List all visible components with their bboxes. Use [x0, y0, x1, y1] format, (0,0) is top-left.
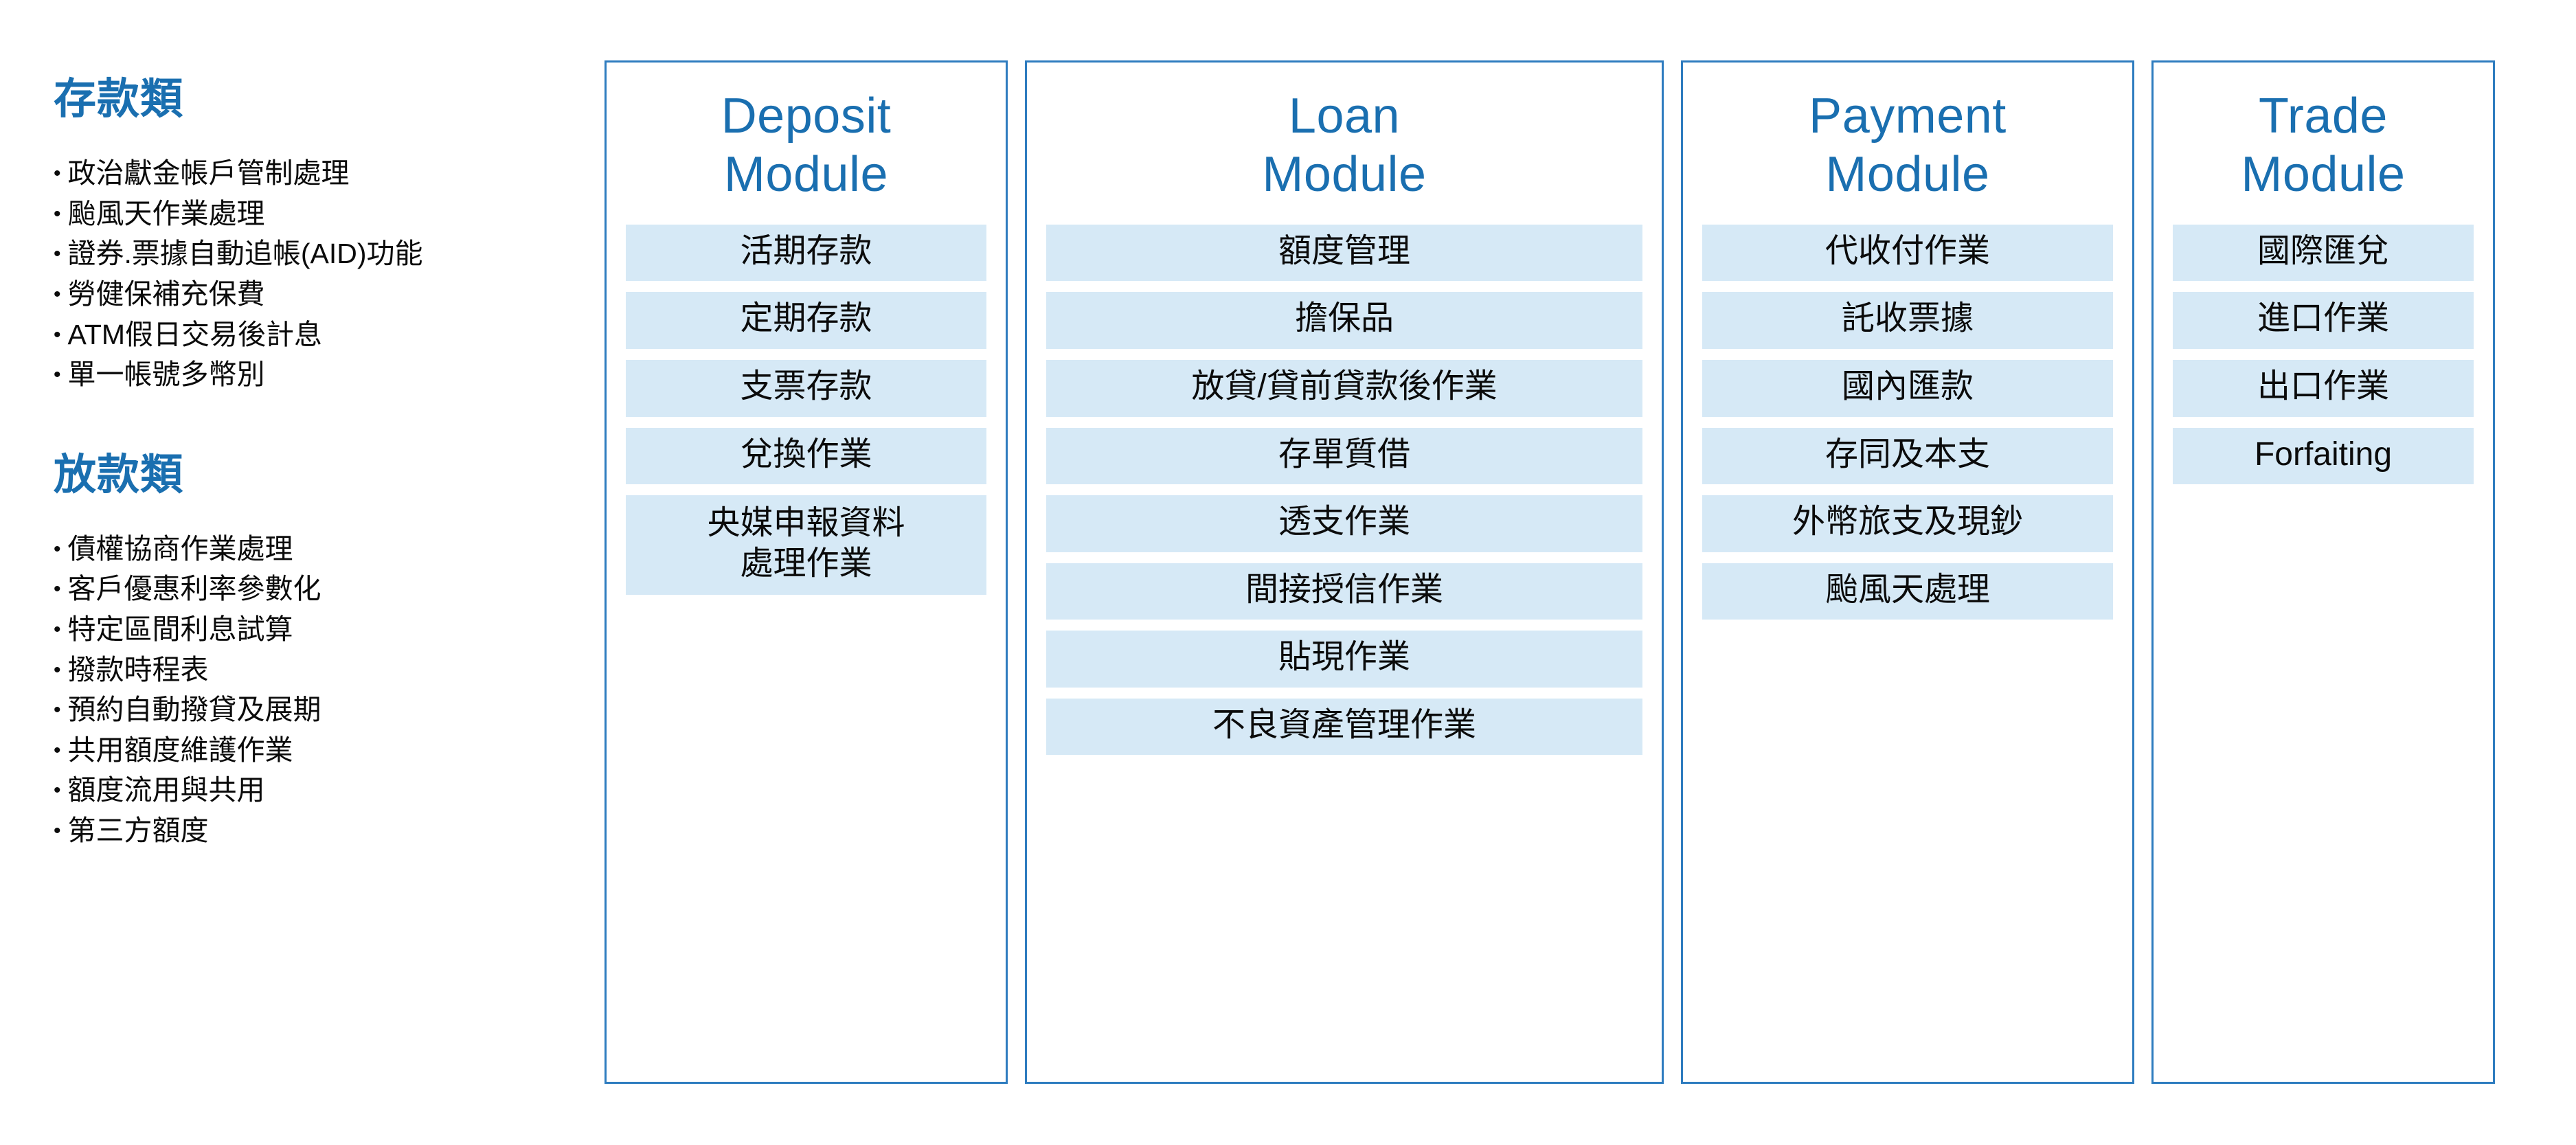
bullet-label: 特定區間利息試算 [67, 613, 293, 645]
list-item: • 單一帳號多幣別 [54, 356, 605, 394]
module-card-payment[interactable]: Payment Module 代收付作業 託收票據 國內匯款 存同及本支 外幣旅… [1681, 60, 2134, 1084]
module-item[interactable]: 代收付作業 [1702, 224, 2113, 282]
module-item-list-deposit: 活期存款 定期存款 支票存款 兌換作業 央媒申報資料 處理作業 [626, 224, 986, 596]
bullet-dot-icon: • [54, 282, 61, 306]
bullet-label: 共用額度維護作業 [67, 734, 293, 766]
list-item: • 證券.票據自動追帳(AID)功能 [54, 235, 605, 273]
module-title-payment: Payment Module [1809, 89, 2007, 202]
module-card-deposit[interactable]: Deposit Module 活期存款 定期存款 支票存款 兌換作業 央媒申報資… [605, 60, 1008, 1084]
list-item: • 預約自動撥貸及展期 [54, 691, 605, 729]
module-item[interactable]: 存單質借 [1046, 427, 1642, 485]
category-title-deposit: 存款類 [54, 76, 184, 123]
bullet-dot-icon: • [54, 537, 61, 560]
module-item[interactable]: 貼現作業 [1046, 631, 1642, 688]
module-title-deposit: Deposit Module [721, 89, 892, 202]
list-item: • 政治獻金帳戶管制處理 [54, 155, 605, 192]
module-item[interactable]: 間接授信作業 [1046, 563, 1642, 620]
category-group-deposit: 存款類 • 政治獻金帳戶管制處理 • 颱風天作業處理 • 證券.票據自動追帳(A… [54, 76, 605, 394]
module-title-trade: Trade Module [2241, 89, 2406, 202]
bullet-label: 勞健保補充保費 [67, 277, 265, 310]
bullet-dot-icon: • [54, 578, 61, 601]
module-item[interactable]: 透支作業 [1046, 495, 1642, 552]
module-item-list-loan: 額度管理 擔保品 放貸/貸前貸款後作業 存單質借 透支作業 間接授信作業 貼現作… [1046, 224, 1642, 756]
module-item[interactable]: 兌換作業 [626, 427, 986, 485]
module-item[interactable]: 額度管理 [1046, 224, 1642, 282]
module-item[interactable]: 颱風天處理 [1702, 563, 2113, 620]
bullet-dot-icon: • [54, 242, 61, 266]
bullet-dot-icon: • [54, 658, 61, 681]
bullet-label: 額度流用與共用 [67, 774, 265, 806]
module-item[interactable]: 放貸/貸前貸款後作業 [1046, 360, 1642, 417]
category-title-loan: 放款類 [54, 451, 184, 499]
bullet-label: 撥款時程表 [67, 653, 209, 685]
bullet-dot-icon: • [54, 699, 61, 722]
bullet-dot-icon: • [54, 162, 61, 185]
category-group-loan: 放款類 • 債權協商作業處理 • 客戶優惠利率參數化 • 特定區間利息試算 • … [54, 451, 605, 850]
left-category-panel: 存款類 • 政治獻金帳戶管制處理 • 颱風天作業處理 • 證券.票據自動追帳(A… [0, 0, 605, 853]
module-item[interactable]: 國際匯兌 [2173, 224, 2474, 282]
module-item[interactable]: 擔保品 [1046, 292, 1642, 349]
bullet-dot-icon: • [54, 202, 61, 225]
bullet-label: 單一帳號多幣別 [67, 359, 265, 391]
list-item: • 勞健保補充保費 [54, 275, 605, 313]
list-item: • 客戶優惠利率參數化 [54, 570, 605, 608]
bullet-label: ATM假日交易後計息 [67, 318, 323, 350]
bullet-list-deposit: • 政治獻金帳戶管制處理 • 颱風天作業處理 • 證券.票據自動追帳(AID)功… [54, 155, 605, 393]
bullet-dot-icon: • [54, 323, 61, 346]
module-card-trade[interactable]: Trade Module 國際匯兌 進口作業 出口作業 Forfaiting [2151, 60, 2495, 1084]
module-card-loan[interactable]: Loan Module 額度管理 擔保品 放貸/貸前貸款後作業 存單質借 透支作… [1025, 60, 1664, 1084]
list-item: • 特定區間利息試算 [54, 611, 605, 648]
module-item[interactable]: 存同及本支 [1702, 427, 2113, 485]
list-item: • 共用額度維護作業 [54, 732, 605, 769]
list-item: • 撥款時程表 [54, 651, 605, 689]
bullet-list-loan: • 債權協商作業處理 • 客戶優惠利率參數化 • 特定區間利息試算 • 撥款時程… [54, 530, 605, 849]
module-item[interactable]: 不良資產管理作業 [1046, 698, 1642, 756]
list-item: • 債權協商作業處理 [54, 530, 605, 568]
list-item: • ATM假日交易後計息 [54, 316, 605, 354]
module-columns: Deposit Module 活期存款 定期存款 支票存款 兌換作業 央媒申報資… [605, 0, 2576, 1084]
module-item[interactable]: 外幣旅支及現鈔 [1702, 495, 2113, 552]
module-item-list-trade: 國際匯兌 進口作業 出口作業 Forfaiting [2173, 224, 2474, 485]
bullet-dot-icon: • [54, 738, 61, 762]
list-item: • 額度流用與共用 [54, 771, 605, 809]
module-item[interactable]: 國內匯款 [1702, 360, 2113, 417]
module-item[interactable]: 出口作業 [2173, 360, 2474, 417]
module-item[interactable]: Forfaiting [2173, 427, 2474, 485]
bullet-label: 債權協商作業處理 [67, 532, 293, 565]
bullet-label: 客戶優惠利率參數化 [67, 573, 321, 605]
bullet-dot-icon: • [54, 618, 61, 641]
bullet-dot-icon: • [54, 363, 61, 387]
module-item[interactable]: 支票存款 [626, 360, 986, 417]
bullet-label: 颱風天作業處理 [67, 197, 265, 229]
module-item[interactable]: 活期存款 [626, 224, 986, 282]
bullet-label: 預約自動撥貸及展期 [67, 694, 321, 726]
bullet-dot-icon: • [54, 819, 61, 842]
module-item-list-payment: 代收付作業 託收票據 國內匯款 存同及本支 外幣旅支及現鈔 颱風天處理 [1702, 224, 2113, 620]
module-item[interactable]: 託收票據 [1702, 292, 2113, 349]
module-item[interactable]: 央媒申報資料 處理作業 [626, 495, 986, 596]
list-item: • 第三方額度 [54, 812, 605, 850]
bullet-dot-icon: • [54, 779, 61, 802]
module-item[interactable]: 進口作業 [2173, 292, 2474, 349]
list-item: • 颱風天作業處理 [54, 195, 605, 233]
bullet-label: 第三方額度 [67, 814, 209, 846]
bullet-label: 證券.票據自動追帳(AID)功能 [67, 238, 423, 270]
bullet-label: 政治獻金帳戶管制處理 [67, 157, 350, 190]
module-item[interactable]: 定期存款 [626, 292, 986, 349]
module-title-loan: Loan Module [1262, 89, 1427, 202]
